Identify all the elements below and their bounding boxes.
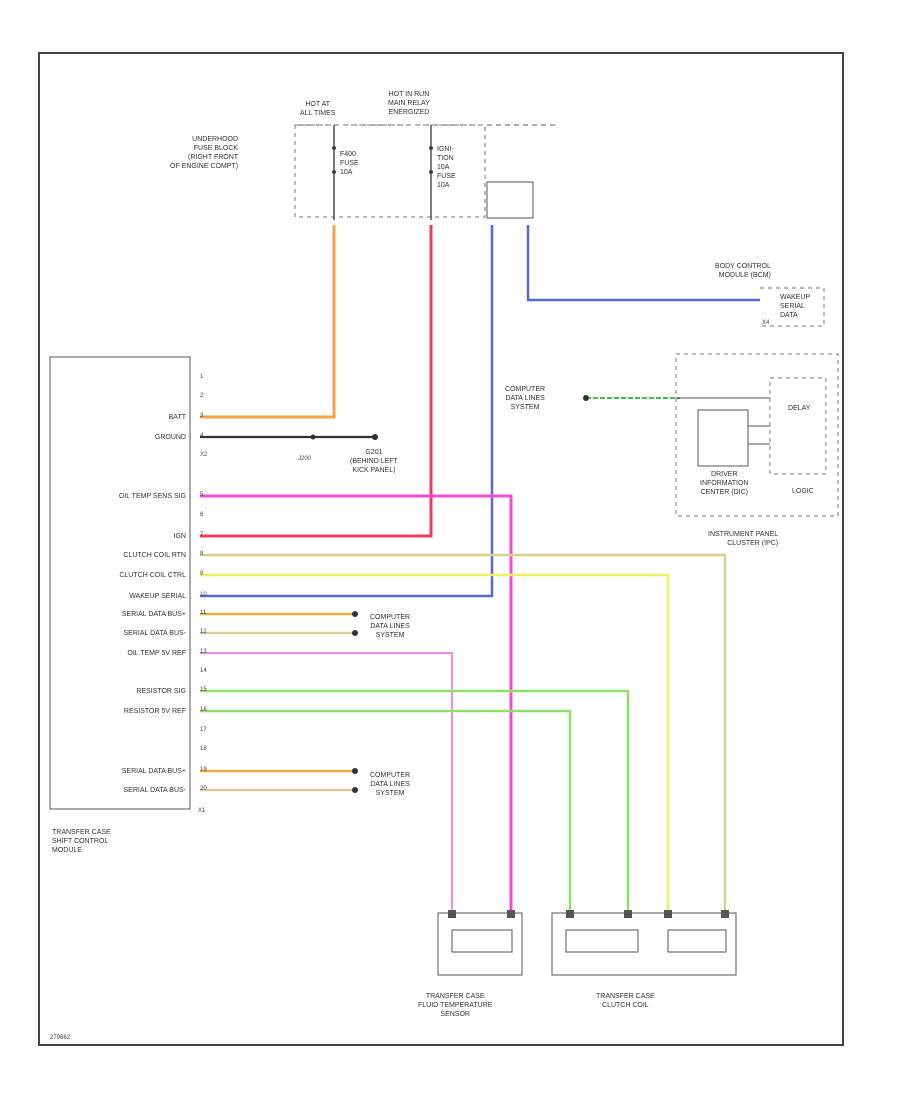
- ground-terminal: [372, 434, 378, 440]
- clutch-pin-2: [624, 910, 632, 918]
- module-pin-number: 8: [200, 551, 204, 557]
- wire-yellow-clutch-ctrl: [200, 573, 670, 915]
- clutch-pin-1: [566, 910, 574, 918]
- ipc-dic-label: DRIVER INFORMATION CENTER (DIC): [700, 471, 749, 496]
- module-pin-label: IGN: [173, 533, 186, 540]
- fuse-block-label: UNDERHOOD FUSE BLOCK (RIGHT FRONT OF ENG…: [170, 136, 239, 170]
- clutch-pin-4: [721, 910, 729, 918]
- wire-orange-batt: [200, 225, 336, 419]
- module-pin-number: 18: [200, 746, 207, 752]
- fuse-block-outline: [294, 124, 486, 218]
- hot-in-run-label: HOT IN RUN MAIN RELAY ENERGIZED: [388, 91, 430, 116]
- module-pin-label: SERIAL DATA BUS+: [121, 611, 186, 618]
- bcm-label: BODY CONTROL MODULE (BCM): [715, 263, 771, 279]
- serial-dot-2: [352, 630, 358, 636]
- module-pin-label: CLUTCH COIL RTN: [123, 552, 186, 559]
- module-pin-number: 13: [200, 649, 207, 655]
- module-pin-label: OIL TEMP SENS SIG: [118, 493, 186, 500]
- module-box: [49, 356, 191, 810]
- module-pin-number: 5: [200, 492, 204, 498]
- module-title: TRANSFER CASE SHIFT CONTROL MODULE: [52, 829, 111, 854]
- wire-blue-bcm: [526, 225, 760, 302]
- serial-dot-4: [352, 787, 358, 793]
- module-pin-label: RESISTOR 5V REF: [123, 708, 186, 715]
- diagram-frame: [38, 52, 844, 1046]
- module-pin-label: GROUND: [154, 434, 186, 441]
- module-pin-number: 12: [200, 629, 207, 635]
- wire-khaki-clutch-rtn: [200, 553, 727, 915]
- sensor-element: [451, 929, 513, 953]
- bcm-outline: [760, 287, 825, 327]
- module-pin-label: SERIAL DATA BUS-: [123, 630, 187, 637]
- module-pin-number: 11: [200, 610, 207, 616]
- module-pin-number: 7: [200, 532, 204, 538]
- hot-at-all-times-label: HOT AT ALL TIMES: [300, 101, 336, 117]
- ground-label: G201 (BEHIND LEFT KICK PANEL): [350, 449, 398, 474]
- module-pin-label: OIL TEMP 5V REF: [127, 650, 186, 657]
- serial-dot-3: [352, 768, 358, 774]
- ipc-inner-delay: [769, 377, 827, 475]
- sensor-pin-2: [507, 910, 515, 918]
- module-pin-label: WAKEUP SERIAL: [129, 593, 186, 600]
- module-pin-number: X2: [200, 452, 208, 458]
- clutch-resistor: [565, 929, 639, 953]
- module-pin-label: CLUTCH COIL CTRL: [119, 572, 186, 579]
- computer-data-low-label: COMPUTER DATA LINES SYSTEM: [370, 772, 411, 797]
- clutch-label: TRANSFER CASE CLUTCH COIL: [596, 993, 655, 1009]
- wire-red-ign: [200, 225, 433, 538]
- fuse1-node-2: [332, 170, 336, 174]
- module-pin-label: RESISTOR SIG: [136, 688, 186, 695]
- ipc-data-dot: [583, 395, 589, 401]
- module-connector: X1: [198, 808, 206, 814]
- module-pin-number: 17: [200, 727, 207, 733]
- fuse1-node: [332, 146, 336, 150]
- sensor-label: TRANSFER CASE FLUID TEMPERATURE SENSOR: [418, 993, 493, 1018]
- module-pin-number: 3: [200, 413, 204, 419]
- wire-blue-wakeup: [200, 225, 494, 598]
- module-pin-label: SERIAL DATA BUS+: [121, 768, 186, 775]
- wire-pink-5vref: [200, 652, 453, 915]
- ground-splice-label: J200: [298, 456, 312, 462]
- module-pin-label: BATT: [168, 414, 186, 421]
- clutch-box: [551, 912, 737, 976]
- dic-box: [697, 409, 749, 467]
- ipc-outline: [675, 353, 839, 517]
- module-pin-number: 14: [200, 668, 207, 674]
- fuse1-label: F400 FUSE 10A: [340, 151, 359, 176]
- serial-dot-1: [352, 611, 358, 617]
- clutch-coil: [667, 929, 727, 953]
- computer-data-mid-label: COMPUTER DATA LINES SYSTEM: [370, 614, 411, 639]
- module-pin-number: 10: [200, 592, 207, 598]
- module-pin-number: 6: [200, 512, 204, 518]
- bcm-pin-label: WAKEUP SERIAL DATA: [780, 294, 811, 319]
- fuse2-label: IGNI- TION 10A FUSE 10A: [437, 146, 456, 189]
- module-pin-number: 15: [200, 687, 207, 693]
- bcm-connector: X4: [762, 320, 770, 326]
- ipc-logic-label: LOGIC: [792, 488, 814, 495]
- ipc-delay-label: DELAY: [788, 405, 811, 412]
- module-pin-number: 19: [200, 767, 207, 773]
- module-pin-label: SERIAL DATA BUS-: [123, 787, 187, 794]
- ground-splice: [310, 434, 316, 440]
- wire-magenta-oiltemp: [200, 494, 513, 915]
- clutch-pin-3: [664, 910, 672, 918]
- computer-data-top-label: COMPUTER DATA LINES SYSTEM: [505, 386, 546, 411]
- module-pin-number: 2: [200, 393, 204, 399]
- module-pin-number: 4: [200, 433, 204, 439]
- footer-code: 279662: [50, 1035, 71, 1041]
- fuse2-node: [429, 146, 433, 150]
- module-pin-number: 16: [200, 707, 207, 713]
- wire-lime-resistor-ref: [200, 709, 572, 915]
- wire-lime-resistor-sig: [200, 689, 630, 915]
- sensor-box: [437, 912, 523, 976]
- fuse2-node-2: [429, 170, 433, 174]
- sensor-pin-1: [448, 910, 456, 918]
- module-pin-number: 20: [200, 786, 207, 792]
- ipc-label: INSTRUMENT PANEL CLUSTER (IPC): [708, 531, 779, 547]
- x2-connector-box: [486, 181, 534, 219]
- module-pin-number: 1: [200, 374, 204, 380]
- module-pin-number: 9: [200, 571, 204, 577]
